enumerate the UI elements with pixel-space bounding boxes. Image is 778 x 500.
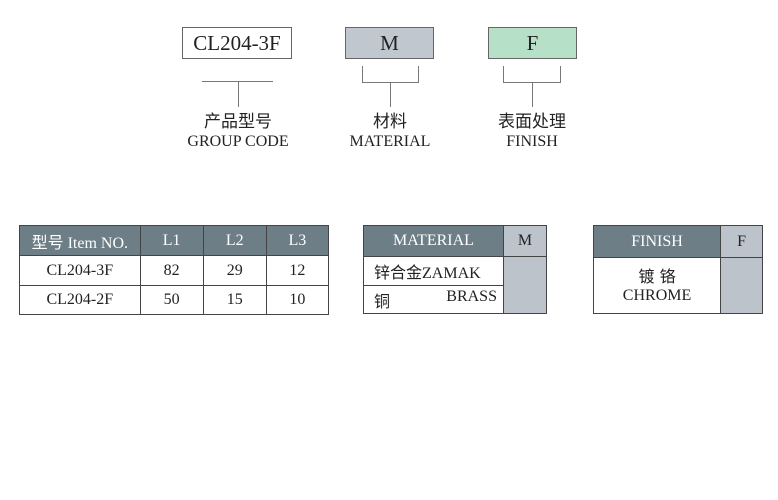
table-header-row: MATERIAL M xyxy=(363,225,548,257)
bracket-line xyxy=(560,66,561,82)
finish-en: CHROME xyxy=(622,286,692,304)
table-row: 铜 BRASS xyxy=(363,285,547,314)
header-cell: L1 xyxy=(139,225,204,256)
cell: 15 xyxy=(202,285,267,315)
label-cn: 产品型号 xyxy=(204,112,272,132)
connector-line xyxy=(238,81,239,107)
material-label: 材料 MATERIAL xyxy=(330,112,450,152)
table-row: 镀 铬 CHROME xyxy=(592,257,763,314)
finish-cn: 镀 铬 xyxy=(638,266,676,286)
cell: 29 xyxy=(202,255,267,286)
cell: CL204-3F xyxy=(19,255,141,286)
code-cell xyxy=(720,257,763,314)
header-cell: L3 xyxy=(265,225,330,256)
cell: 12 xyxy=(265,255,330,286)
material-cn: 铜 xyxy=(374,291,391,311)
finish-table: FINISH F 镀 铬 CHROME xyxy=(592,225,763,314)
label-cn: 表面处理 xyxy=(498,112,566,132)
header-cell: L2 xyxy=(202,225,267,256)
table-row: 锌合金ZAMAK xyxy=(363,256,548,314)
connector-line xyxy=(532,82,533,107)
bracket-line xyxy=(503,66,504,82)
code-cell xyxy=(502,256,548,314)
material-table: MATERIAL M 锌合金ZAMAK 铜 BRASS xyxy=(363,225,548,314)
material-code-box: M xyxy=(345,27,434,59)
cell: 82 xyxy=(139,255,204,286)
header-cell: MATERIAL xyxy=(363,225,504,257)
label-en: FINISH xyxy=(506,133,558,150)
label-en: MATERIAL xyxy=(349,133,431,150)
table-row: CL204-2F 50 15 10 xyxy=(19,285,330,315)
code-cell: F xyxy=(720,225,763,258)
cell: 锌合金ZAMAK xyxy=(363,256,504,286)
finish-code-box: F xyxy=(488,27,577,59)
cell: 10 xyxy=(265,285,330,315)
group-code-box: CL204-3F xyxy=(182,27,292,59)
cell: CL204-2F xyxy=(19,285,141,315)
material-en: ZAMAK xyxy=(422,265,481,282)
table-row: CL204-3F 82 29 12 xyxy=(19,255,330,286)
header-cell: 型号 Item NO. xyxy=(19,225,141,256)
item-table: 型号 Item NO. L1 L2 L3 CL204-3F 82 29 12 C… xyxy=(19,225,330,315)
cell: 50 xyxy=(139,285,204,315)
cell: 铜 BRASS xyxy=(363,285,504,314)
label-en: GROUP CODE xyxy=(187,133,289,150)
material-en: BRASS xyxy=(446,287,497,305)
label-cn: 材料 xyxy=(373,112,407,132)
bracket-line xyxy=(202,81,273,82)
header-cell: FINISH xyxy=(592,225,722,258)
connector-line xyxy=(390,82,391,107)
code-cell: M xyxy=(502,225,548,257)
group-code-label: 产品型号 GROUP CODE xyxy=(168,112,308,152)
material-cn: 锌合金 xyxy=(374,263,423,282)
cell: 镀 铬 CHROME xyxy=(592,257,722,314)
bracket-line xyxy=(362,66,363,82)
finish-label: 表面处理 FINISH xyxy=(472,112,592,152)
table-header-row: 型号 Item NO. L1 L2 L3 xyxy=(19,225,330,256)
table-header-row: FINISH F xyxy=(592,225,763,258)
bracket-line xyxy=(418,66,419,82)
